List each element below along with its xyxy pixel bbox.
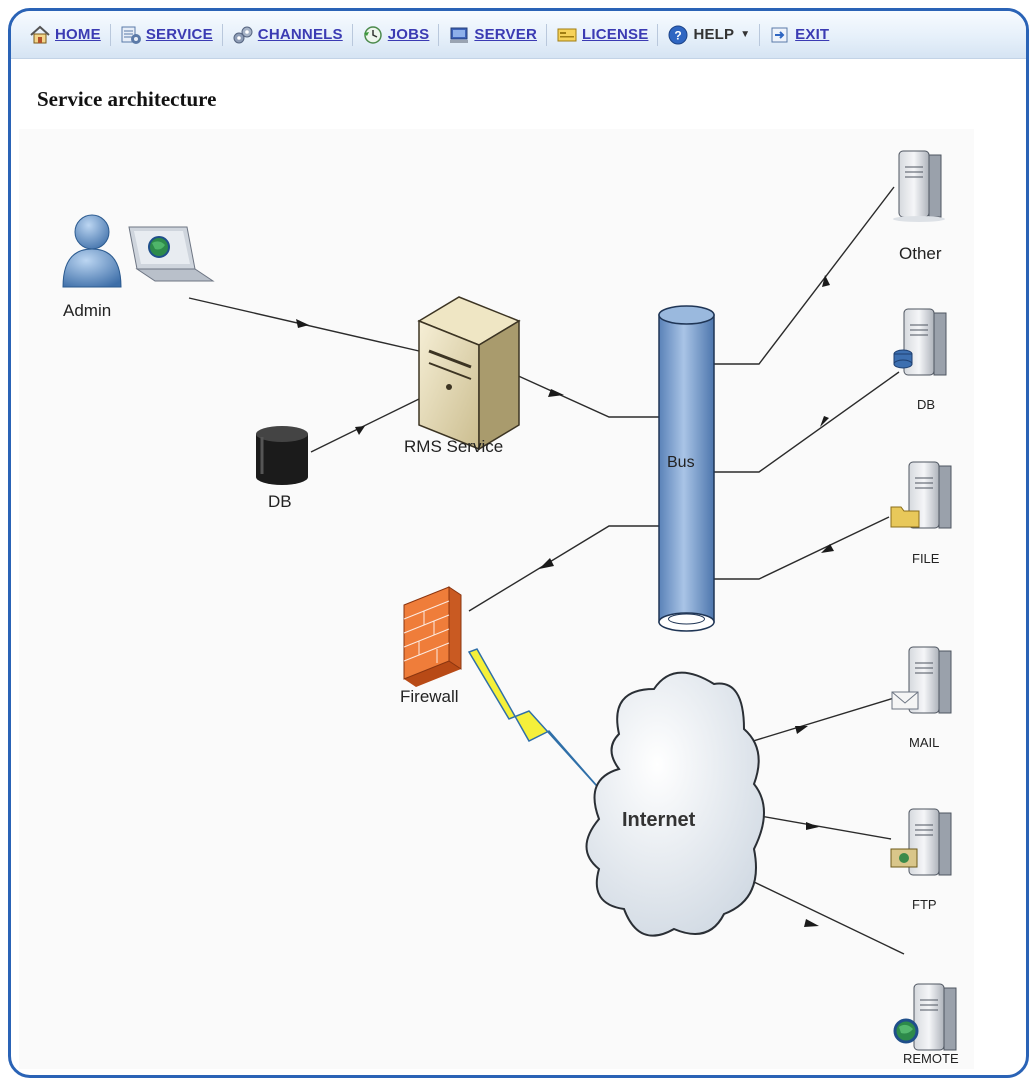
menu-jobs-label[interactable]: JOBS: [387, 26, 430, 43]
menu-channels-label[interactable]: CHANNELS: [257, 26, 343, 43]
menu-service-label[interactable]: SERVICE: [145, 26, 213, 43]
label-internet: Internet: [622, 809, 696, 831]
database-icon: [256, 426, 308, 485]
server-remote-icon: [893, 983, 957, 1051]
server-mail-icon: [891, 646, 952, 714]
server-db-icon: [893, 308, 947, 376]
label-other: Other: [899, 244, 942, 263]
line-db-rms: [310, 398, 420, 453]
arrow-firewall: [539, 558, 554, 569]
firewall-icon: [403, 586, 462, 687]
menu-server-label[interactable]: SERVER: [474, 26, 538, 43]
menu-channels[interactable]: CHANNELS: [232, 24, 343, 46]
menu-separator: [438, 23, 440, 46]
lightning-icon: [467, 648, 605, 795]
menu-help-label[interactable]: HELP: [693, 26, 735, 43]
menu-home-label[interactable]: HOME: [55, 26, 101, 43]
menu-help[interactable]: ? HELP ▼: [667, 24, 750, 46]
label-bus: Bus: [667, 454, 695, 471]
arrow-other: [822, 275, 830, 287]
menu-separator: [657, 23, 659, 46]
server-other-icon: [893, 150, 945, 222]
menu-home[interactable]: HOME: [29, 24, 101, 46]
menu-jobs[interactable]: JOBS: [362, 24, 430, 46]
line-internet-mail: [726, 697, 895, 750]
chevron-down-icon[interactable]: ▼: [740, 29, 751, 40]
label-mail: MAIL: [909, 735, 940, 750]
app-frame: HOME SERVICE CHANNELS: [8, 8, 1029, 1078]
line-rms-bus: [513, 373, 659, 418]
channels-icon: [233, 26, 253, 43]
exit-icon: [771, 27, 788, 42]
menu-separator: [759, 23, 761, 46]
service-icon: [121, 26, 141, 44]
label-remote: REMOTE: [903, 1051, 959, 1066]
label-firewall: Firewall: [400, 687, 459, 706]
server-ftp-icon: [890, 808, 952, 876]
bus-cylinder: [658, 305, 715, 632]
label-admin: Admin: [63, 301, 112, 320]
server-file-icon: [890, 461, 952, 529]
cloud-icon: [585, 671, 765, 937]
arrow-remote: [804, 919, 819, 927]
diagram-canvas: [62, 150, 957, 1051]
line-bus-firewall: [468, 525, 659, 612]
line-bus-other: [714, 186, 895, 365]
laptop-icon: [128, 226, 215, 282]
menu-separator: [109, 23, 111, 46]
label-file: FILE: [912, 551, 940, 566]
server-icon: [450, 27, 469, 43]
menu-license-label[interactable]: LICENSE: [582, 26, 649, 43]
menu-exit[interactable]: EXIT: [769, 24, 829, 46]
connection-lines: [188, 186, 905, 955]
menu-license[interactable]: LICENSE: [556, 24, 648, 46]
license-icon: [557, 28, 577, 41]
menu-separator: [546, 23, 548, 46]
label-rms-service: RMS Service: [404, 437, 504, 456]
menu-service[interactable]: SERVICE: [120, 24, 213, 46]
arrow-admin-rms: [296, 319, 309, 328]
arrow-mail: [795, 726, 808, 734]
arrow-db-rms: [355, 426, 365, 435]
arrow-ftp: [806, 822, 819, 830]
label-db-right: DB: [917, 397, 936, 412]
jobs-icon: [363, 25, 382, 44]
menu-separator: [351, 23, 353, 46]
architecture-diagram: Admin DB RMS Service Bus Firewall Intern…: [19, 129, 974, 1069]
line-internet-ftp: [748, 813, 892, 840]
help-icon: ?: [668, 25, 688, 44]
menu-separator: [221, 23, 223, 46]
arrow-rms-bus: [548, 389, 564, 397]
arrow-db-right: [820, 416, 829, 427]
line-bus-file: [714, 516, 890, 580]
arrow-file: [821, 544, 834, 553]
menu-server[interactable]: SERVER: [448, 24, 537, 46]
line-internet-remote: [726, 868, 905, 955]
home-icon: [30, 25, 50, 43]
svg-text:?: ?: [675, 28, 682, 42]
menu-exit-label[interactable]: EXIT: [795, 26, 830, 43]
arrowheads: [296, 275, 834, 927]
top-menu: HOME SERVICE CHANNELS: [11, 11, 1026, 59]
label-ftp: FTP: [912, 897, 937, 912]
page-title: Service architecture: [37, 87, 217, 111]
rms-server-icon: [417, 296, 521, 451]
line-bus-db: [714, 371, 900, 473]
label-db-left: DB: [268, 492, 292, 511]
user-icon: [62, 214, 122, 288]
